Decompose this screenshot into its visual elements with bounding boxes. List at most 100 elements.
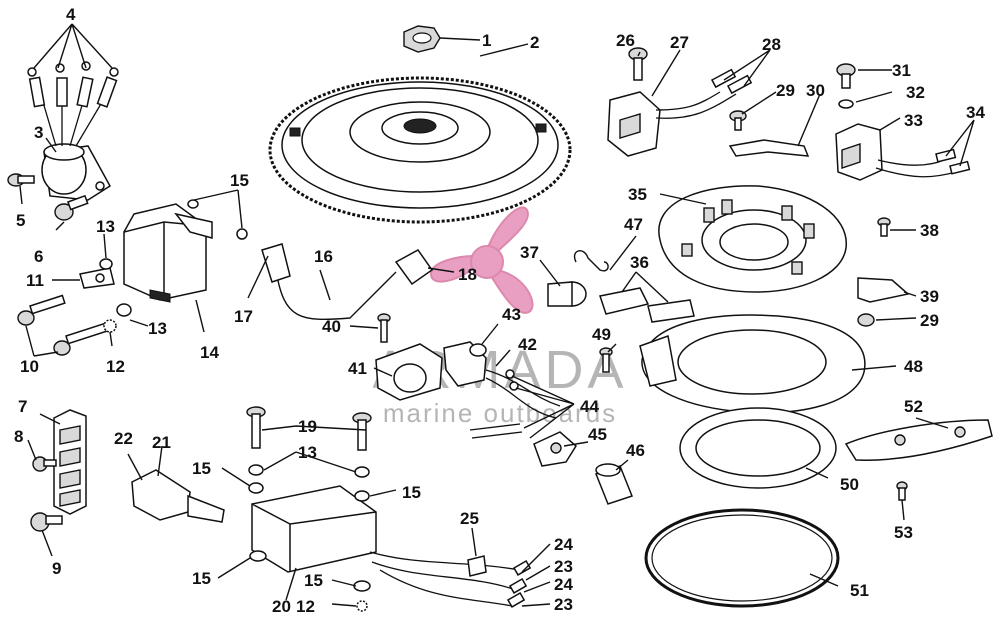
callout-2: 2 [530,33,539,52]
callout-44: 44 [580,397,599,416]
callout-18: 18 [458,265,477,284]
callout-50: 50 [840,475,859,494]
part-46-connector [595,463,633,505]
part-21-connector [131,469,225,523]
part-51-ring [644,508,840,608]
callout-13-upper: 13 [96,217,115,236]
part-4-leads [27,61,119,147]
callout-4: 4 [66,5,76,24]
part-41-switch-assembly [375,341,487,401]
callout-23-upper: 23 [554,557,573,576]
callout-43: 43 [502,305,521,324]
part-20-pack [251,485,377,573]
callout-41: 41 [348,359,367,378]
callout-38: 38 [920,221,939,240]
part-50-retainer [679,407,837,489]
callout-47: 47 [624,215,643,234]
callout-29-lower: 29 [920,311,939,330]
callout-3: 3 [34,123,43,142]
part-47-clip [573,250,609,272]
callout-15-left: 15 [192,459,211,478]
callout-35: 35 [628,185,647,204]
part-8-screw [32,456,57,472]
leader-lines [19,23,975,607]
part-26-screw [628,47,648,81]
part-11-clamp [79,267,115,289]
callout-5: 5 [16,211,25,230]
callout-31: 31 [892,61,911,80]
part-13-washers-lower [248,464,370,478]
part-15-washers [187,199,248,240]
callout-25: 25 [460,509,479,528]
callout-8: 8 [14,427,23,446]
callout-numbers: 1 2 3 4 5 6 7 8 9 10 11 12 12 13 13 13 1… [14,5,985,616]
part-33-coil [835,123,957,181]
part-30-bracket [728,139,810,157]
callout-19: 19 [298,417,317,436]
callout-7: 7 [18,397,27,416]
part-12-lockwasher [103,319,117,333]
propeller-icon [429,206,534,314]
part-13-washer [99,258,132,317]
part-52-support [844,419,993,461]
part-48-armature-plate [639,314,866,414]
callout-39: 39 [920,287,939,306]
callout-37: 37 [520,243,539,262]
part-49-screw [599,347,613,373]
part-53-screw [896,481,908,501]
part-5-screw [7,173,35,187]
callout-34: 34 [966,103,985,122]
part-40-screw [377,313,391,343]
callout-49: 49 [592,325,611,344]
part-32-washer [838,99,854,109]
part-35-stator-plate [658,185,847,293]
callout-32: 32 [906,83,925,102]
part-27-sensor [607,91,737,157]
part-6-screw [54,194,89,221]
part-16-ht-lead [261,243,434,321]
part-28-leads [710,68,753,95]
part-29-screw [729,110,875,327]
part-43-clip [469,343,487,357]
part-38-screw [877,217,891,237]
callout-46: 46 [626,441,645,460]
part-45-sensor [533,431,577,467]
callout-1: 1 [482,31,491,50]
callout-48: 48 [904,357,923,376]
callout-15-upper: 15 [230,171,249,190]
callout-17: 17 [234,307,253,326]
callout-23-lower: 23 [554,595,573,614]
callout-13-lower: 13 [298,443,317,462]
callout-15-bottom: 15 [304,571,323,590]
part-7-terminal-block [53,409,87,515]
callout-20: 20 [272,597,291,616]
watermark-tagline: marine outboards [383,398,617,428]
callout-33: 33 [904,111,923,130]
callout-52: 52 [904,397,923,416]
callout-29-upper: 29 [776,81,795,100]
callout-28: 28 [762,35,781,54]
callout-14: 14 [200,343,219,362]
part-23-24-leads [369,551,532,608]
callout-24-lower: 24 [554,575,573,594]
part-2-flywheel [268,76,572,224]
part-25-terminal [467,555,487,577]
part-19-screws [246,406,372,451]
callout-12-lower: 12 [296,597,315,616]
callout-13-middle: 13 [148,319,167,338]
callout-26: 26 [616,31,635,50]
part-15-washers-lower [248,482,371,612]
callout-30: 30 [806,81,825,100]
callout-36: 36 [630,253,649,272]
callout-15-right: 15 [402,483,421,502]
part-3-coil [41,143,111,201]
callout-40: 40 [322,317,341,336]
callout-12-upper: 12 [106,357,125,376]
part-36-sleeves [599,287,695,323]
part-39-plate [857,277,910,303]
part-37-connector [547,281,587,307]
callout-15-bottom-left: 15 [192,569,211,588]
callout-6: 6 [34,247,43,266]
